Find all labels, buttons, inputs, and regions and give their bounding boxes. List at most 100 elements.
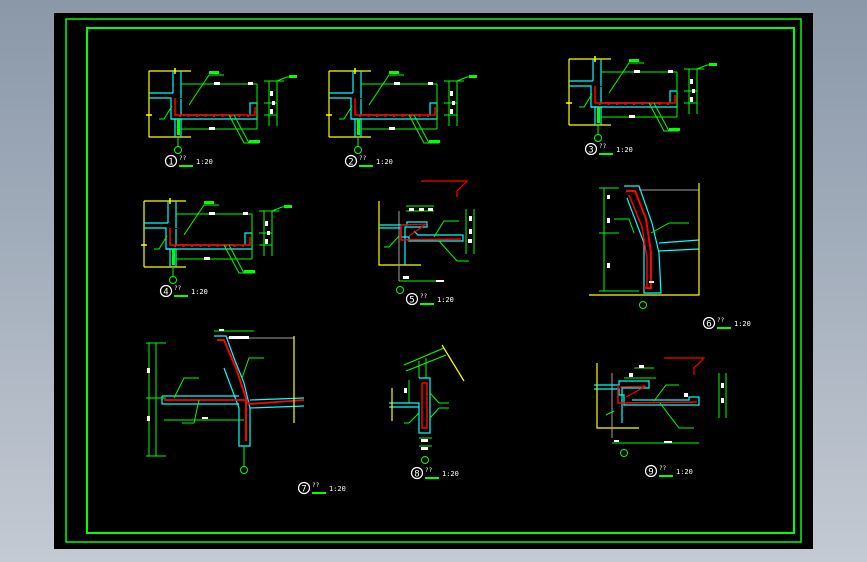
title-underline <box>717 327 731 329</box>
grid-bubble <box>421 456 429 464</box>
leader-label <box>204 201 214 204</box>
rebar-dot <box>191 245 193 247</box>
leader-line <box>183 204 219 236</box>
slab-outline <box>180 99 241 116</box>
dim-text <box>607 195 610 199</box>
dim-text <box>394 82 400 85</box>
leader-line <box>241 357 264 379</box>
dim-text <box>668 70 673 73</box>
slab-outline <box>161 396 239 405</box>
leader-line <box>653 102 670 132</box>
rebar-dot <box>616 103 618 105</box>
rebar-dot <box>182 245 185 247</box>
rebar-dot <box>418 115 421 117</box>
rebar-dot <box>187 115 190 117</box>
detail-number-circle <box>410 466 424 480</box>
detail-code: ?? <box>599 143 607 150</box>
dim-text <box>629 373 633 377</box>
grid-bubble <box>620 449 628 457</box>
leader-line <box>653 384 679 402</box>
detail-number: 5 <box>409 296 414 306</box>
detail-number: 7 <box>301 485 306 495</box>
rebar-dot <box>196 115 198 117</box>
dim-text <box>450 109 453 114</box>
detail-code: ?? <box>659 465 667 472</box>
dim-text <box>607 263 610 268</box>
rebar-dot <box>401 115 404 117</box>
beam-outline <box>144 227 176 250</box>
rebar-dot <box>213 115 215 117</box>
rebar-dot <box>238 115 241 117</box>
detail-number: 8 <box>414 470 419 480</box>
detail-code: ?? <box>312 482 320 489</box>
dim-text <box>243 212 248 215</box>
dim-text <box>428 82 433 85</box>
detail-code: ?? <box>717 317 725 324</box>
dim-text <box>265 239 268 244</box>
title-underline <box>174 295 188 297</box>
dim-text <box>436 280 444 282</box>
dim-text <box>147 368 150 373</box>
leader-label <box>209 71 219 74</box>
slab-outline <box>658 248 700 252</box>
rebar-dot <box>384 115 387 117</box>
detail-number-circle <box>644 464 658 478</box>
leader-line <box>429 407 449 419</box>
detail-number-circle <box>159 284 173 298</box>
column-fill <box>172 249 175 265</box>
dim-text <box>270 109 273 114</box>
grid-bubble <box>354 146 362 154</box>
dim-text <box>690 97 693 102</box>
grid-bubble <box>174 146 182 154</box>
elevation-label <box>284 205 292 208</box>
leader-line <box>173 377 199 399</box>
rebar-dot <box>650 103 652 105</box>
rebar-dot <box>230 115 232 117</box>
dim-text <box>639 365 644 368</box>
dim-text <box>209 127 215 130</box>
rebar-dot <box>624 103 627 105</box>
rebar <box>169 228 251 246</box>
rebar-dot <box>179 115 181 117</box>
elevation-label <box>289 75 297 78</box>
detail-scale: 1:20 <box>329 485 346 493</box>
detail-scale: 1:20 <box>734 320 751 328</box>
dim-text <box>692 89 695 93</box>
rebar <box>354 98 436 116</box>
title-underline <box>599 153 613 155</box>
leader-label <box>669 128 680 131</box>
slab-outline <box>600 87 661 104</box>
beam-outline <box>329 97 361 120</box>
leader-line <box>339 105 353 120</box>
rebar <box>400 223 429 237</box>
dim-text <box>664 441 672 443</box>
dim-text <box>265 221 268 226</box>
rebar <box>617 385 698 404</box>
rebar-dot <box>221 115 224 117</box>
leader-line <box>384 235 400 248</box>
dim-text <box>607 218 610 223</box>
title-underline <box>359 165 373 167</box>
detail-scale: 1:20 <box>442 470 459 478</box>
leader-label <box>389 71 399 74</box>
rebar-dot <box>667 103 669 105</box>
detail-scale: 1:20 <box>616 146 633 154</box>
detail-number-circle <box>584 142 598 156</box>
rebar-dot <box>247 115 249 117</box>
dim-text <box>267 231 270 235</box>
slab-outline <box>594 380 650 423</box>
dim-text <box>204 257 210 260</box>
rebar-dot <box>658 103 661 105</box>
beam-outline <box>149 97 181 120</box>
dim-text <box>629 115 635 118</box>
leader-line <box>154 235 168 250</box>
detail-number-circle <box>297 481 311 495</box>
leader-line <box>433 220 459 238</box>
grid-bubble <box>639 301 647 309</box>
rebar-dot <box>204 115 207 117</box>
